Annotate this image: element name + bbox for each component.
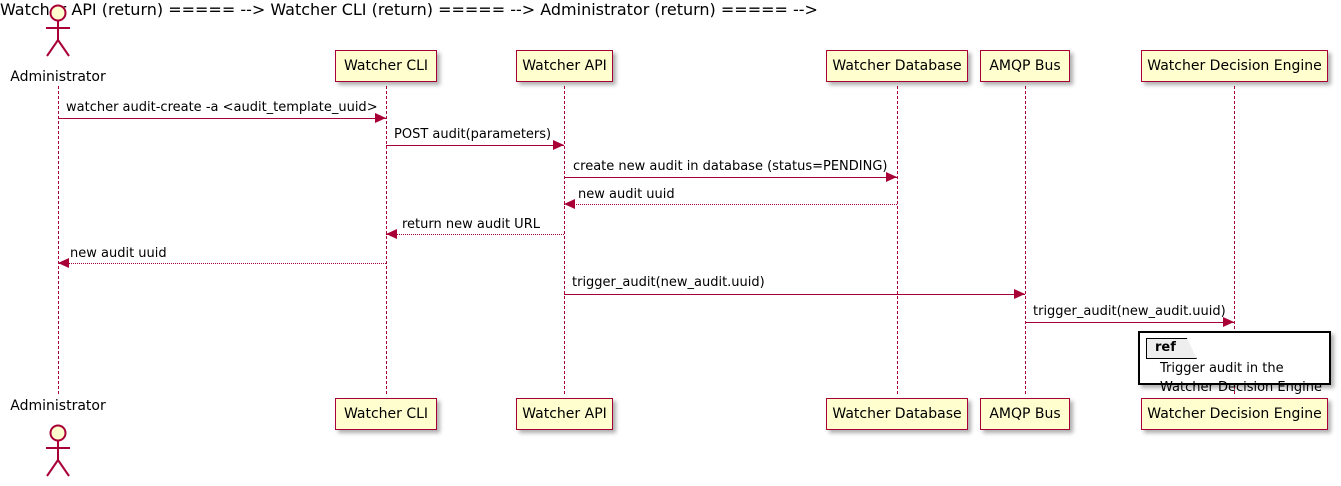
actor-label-administrator-bottom: Administrator bbox=[10, 398, 106, 414]
message-line-5 bbox=[386, 234, 564, 235]
lifeline-watcher-decision-engine bbox=[1234, 86, 1235, 394]
message-line-4 bbox=[564, 204, 897, 205]
message-arrowhead-8 bbox=[1223, 317, 1234, 327]
participant-watcher-decision-engine-top[interactable]: Watcher Decision Engine bbox=[1141, 50, 1328, 82]
participant-watcher-decision-engine-bottom[interactable]: Watcher Decision Engine bbox=[1141, 398, 1328, 430]
actor-label-administrator-top: Administrator bbox=[10, 69, 106, 85]
message-label-2: POST audit(parameters) bbox=[394, 127, 552, 142]
actor-administrator-top bbox=[38, 4, 78, 60]
message-arrowhead-6 bbox=[58, 258, 69, 268]
lifeline-watcher-cli bbox=[386, 86, 387, 394]
message-arrowhead-7 bbox=[1014, 289, 1025, 299]
ref-fragment: ref Trigger audit in the Watcher Decisio… bbox=[1138, 331, 1331, 395]
ref-fragment-tab-label: ref bbox=[1146, 338, 1197, 359]
participant-watcher-api-bottom[interactable]: Watcher API bbox=[516, 398, 613, 430]
participant-amqp-bus-top[interactable]: AMQP Bus bbox=[980, 50, 1070, 82]
message-label-6: new audit uuid bbox=[70, 246, 167, 261]
message-arrowhead-5 bbox=[386, 229, 397, 239]
message-label-5: return new audit URL bbox=[402, 217, 540, 232]
lifeline-amqp-bus bbox=[1025, 86, 1026, 394]
message-line-8 bbox=[1025, 322, 1234, 323]
participant-amqp-bus-bottom[interactable]: AMQP Bus bbox=[980, 398, 1070, 430]
participant-watcher-database-top[interactable]: Watcher Database bbox=[826, 50, 968, 82]
message-label-7: trigger_audit(new_audit.uuid) bbox=[572, 275, 765, 290]
message-line-3 bbox=[564, 177, 897, 178]
participant-watcher-database-bottom[interactable]: Watcher Database bbox=[826, 398, 968, 430]
message-arrowhead-2 bbox=[553, 140, 564, 150]
message-label-8: trigger_audit(new_audit.uuid) bbox=[1033, 304, 1226, 319]
actor-administrator-bottom bbox=[38, 424, 78, 480]
lifeline-administrator bbox=[58, 86, 59, 394]
message-label-1: watcher audit-create -a <audit_template_… bbox=[66, 100, 378, 115]
message-arrowhead-3 bbox=[886, 172, 897, 182]
lifeline-watcher-api bbox=[564, 86, 565, 394]
ref-fragment-text-line-2: Watcher Decision Engine bbox=[1160, 380, 1322, 395]
message-line-1 bbox=[58, 118, 386, 119]
participant-watcher-cli-top[interactable]: Watcher CLI bbox=[335, 50, 437, 82]
participant-watcher-cli-bottom[interactable]: Watcher CLI bbox=[335, 398, 437, 430]
message-label-4: new audit uuid bbox=[578, 187, 675, 202]
message-line-7 bbox=[564, 294, 1025, 295]
message-arrowhead-4 bbox=[564, 199, 575, 209]
participant-watcher-api-top[interactable]: Watcher API bbox=[516, 50, 613, 82]
message-label-3: create new audit in database (status=PEN… bbox=[573, 159, 888, 174]
lifeline-watcher-database bbox=[897, 86, 898, 394]
message-line-6 bbox=[58, 263, 386, 264]
ref-fragment-text-line-1: Trigger audit in the bbox=[1160, 361, 1284, 376]
message-line-2 bbox=[386, 145, 564, 146]
message-arrowhead-1 bbox=[375, 113, 386, 123]
